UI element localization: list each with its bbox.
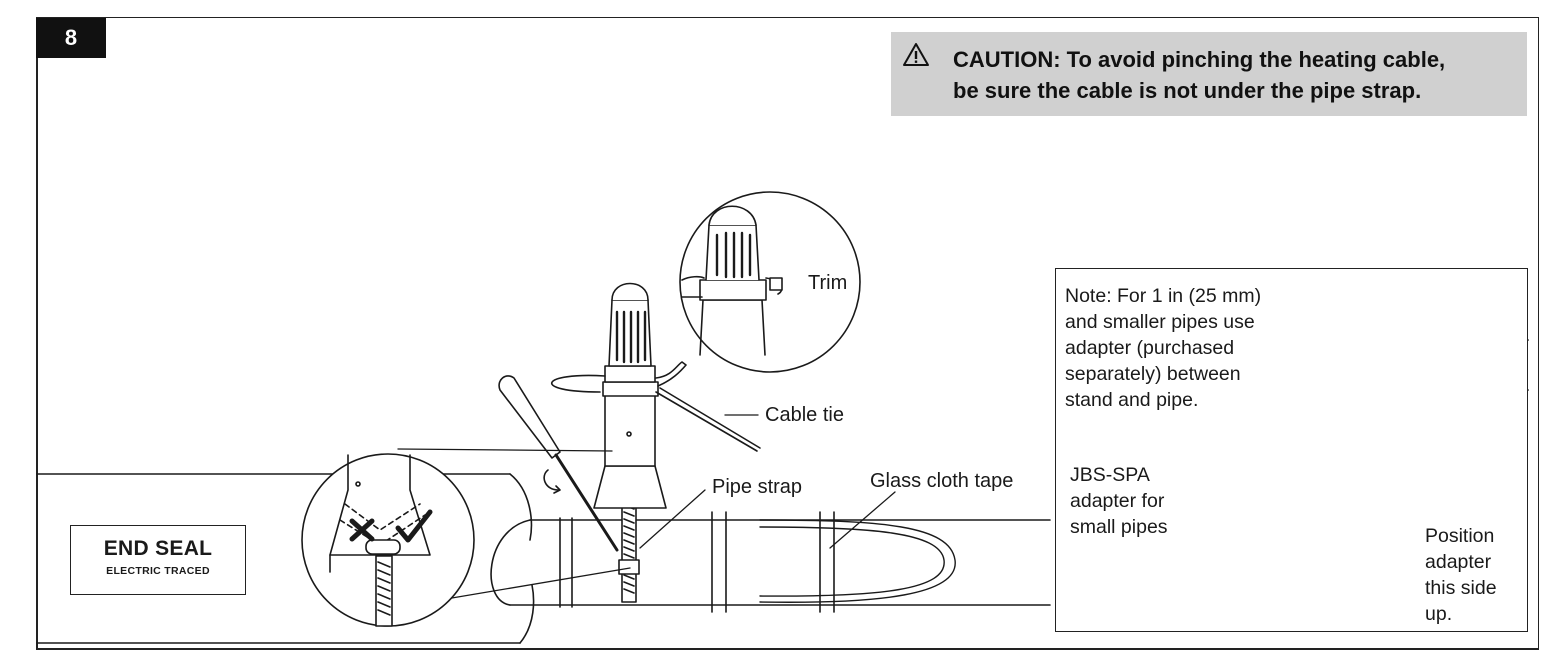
- trim-detail: [679, 191, 861, 373]
- caution-line-1: CAUTION: To avoid pinching the heating c…: [953, 47, 1446, 72]
- position-label-line: adapter: [1425, 551, 1492, 573]
- step-number-badge: 8: [36, 18, 106, 58]
- position-adapter-label: Position adapter this side up.: [1425, 523, 1497, 627]
- pipe-strap-label: Pipe strap: [712, 476, 803, 498]
- note-line: Note: For 1 in (25 mm): [1065, 285, 1262, 307]
- small-pipe-note-box: [1055, 268, 1528, 632]
- note-line: separately) between: [1065, 363, 1241, 385]
- position-label-line: Position: [1425, 525, 1495, 547]
- adapter-label-line: JBS-SPA: [1070, 464, 1150, 486]
- caution-line-2: be sure the cable is not under the pipe …: [953, 78, 1422, 103]
- caution-box: CAUTION: To avoid pinching the heating c…: [891, 32, 1527, 116]
- end-seal-stand: [550, 282, 761, 509]
- note-line: and smaller pipes use: [1065, 311, 1255, 333]
- panel-frame: [36, 17, 1539, 650]
- main-pipe: [490, 511, 1051, 613]
- warning-triangle-icon: [903, 43, 929, 66]
- position-label-line: up.: [1425, 603, 1453, 625]
- note-line: stand and pipe.: [1065, 389, 1199, 411]
- adapter-label: JBS-SPA adapter for small pipes: [1070, 462, 1168, 540]
- note-line: adapter (purchased: [1065, 337, 1235, 359]
- end-seal-subtitle: ELECTRIC TRACED: [106, 565, 210, 577]
- adapter-label-line: small pipes: [1070, 516, 1168, 538]
- adapter-label-line: adapter for: [1070, 490, 1165, 512]
- pipe-strap: [618, 495, 640, 603]
- small-pipe-note: Note: For 1 in (25 mm) and smaller pipes…: [1065, 283, 1261, 413]
- position-label-line: this side: [1425, 577, 1497, 599]
- glass-cloth-tape-label: Glass cloth tape: [870, 470, 1014, 492]
- trim-label: Trim: [808, 272, 848, 294]
- cable-tie-label: Cable tie: [765, 404, 844, 426]
- panel-frame-left: [36, 17, 38, 650]
- end-seal-tag: END SEAL ELECTRIC TRACED: [70, 525, 246, 595]
- panel-frame-bottom: [36, 648, 1539, 650]
- screwdriver: [498, 375, 619, 552]
- end-seal-title: END SEAL: [103, 537, 213, 560]
- strap-detail: [301, 453, 475, 627]
